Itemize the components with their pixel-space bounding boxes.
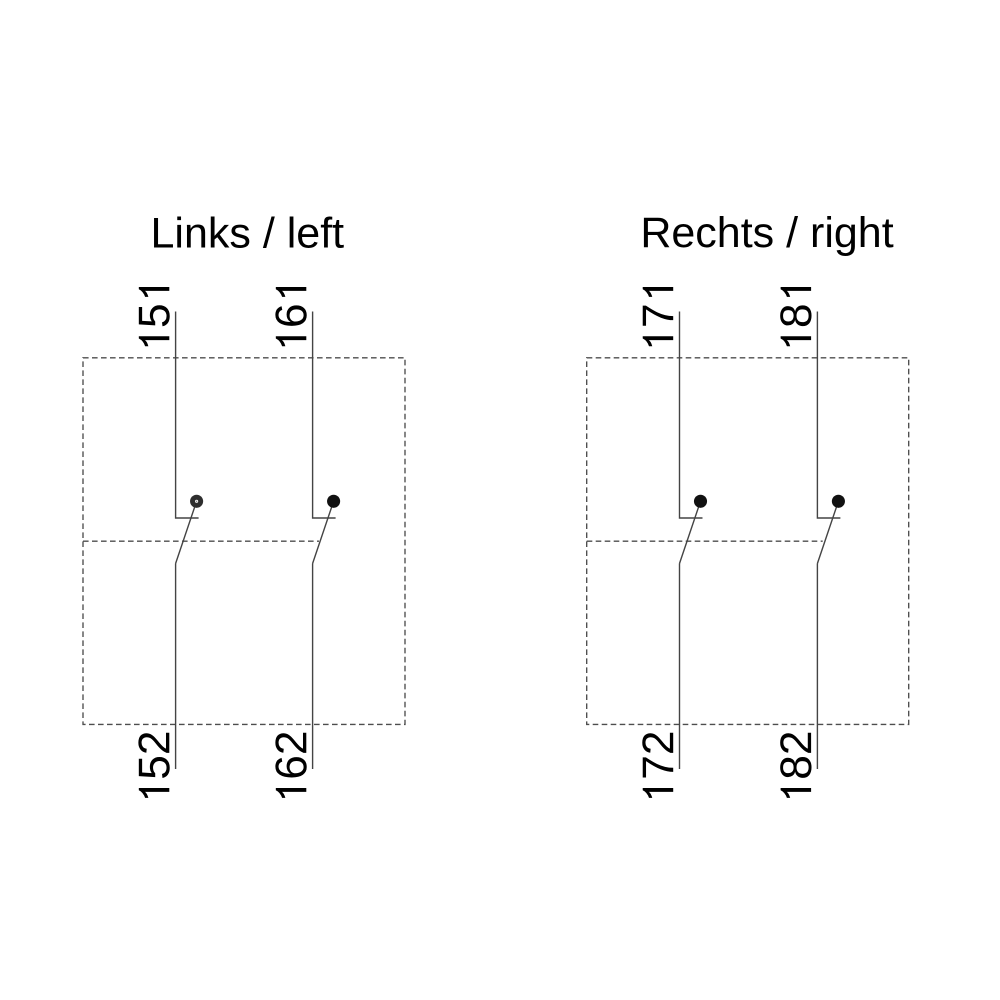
svg-text:Links / left: Links / left [151, 210, 345, 258]
svg-text:Rechts / right: Rechts / right [640, 209, 893, 257]
